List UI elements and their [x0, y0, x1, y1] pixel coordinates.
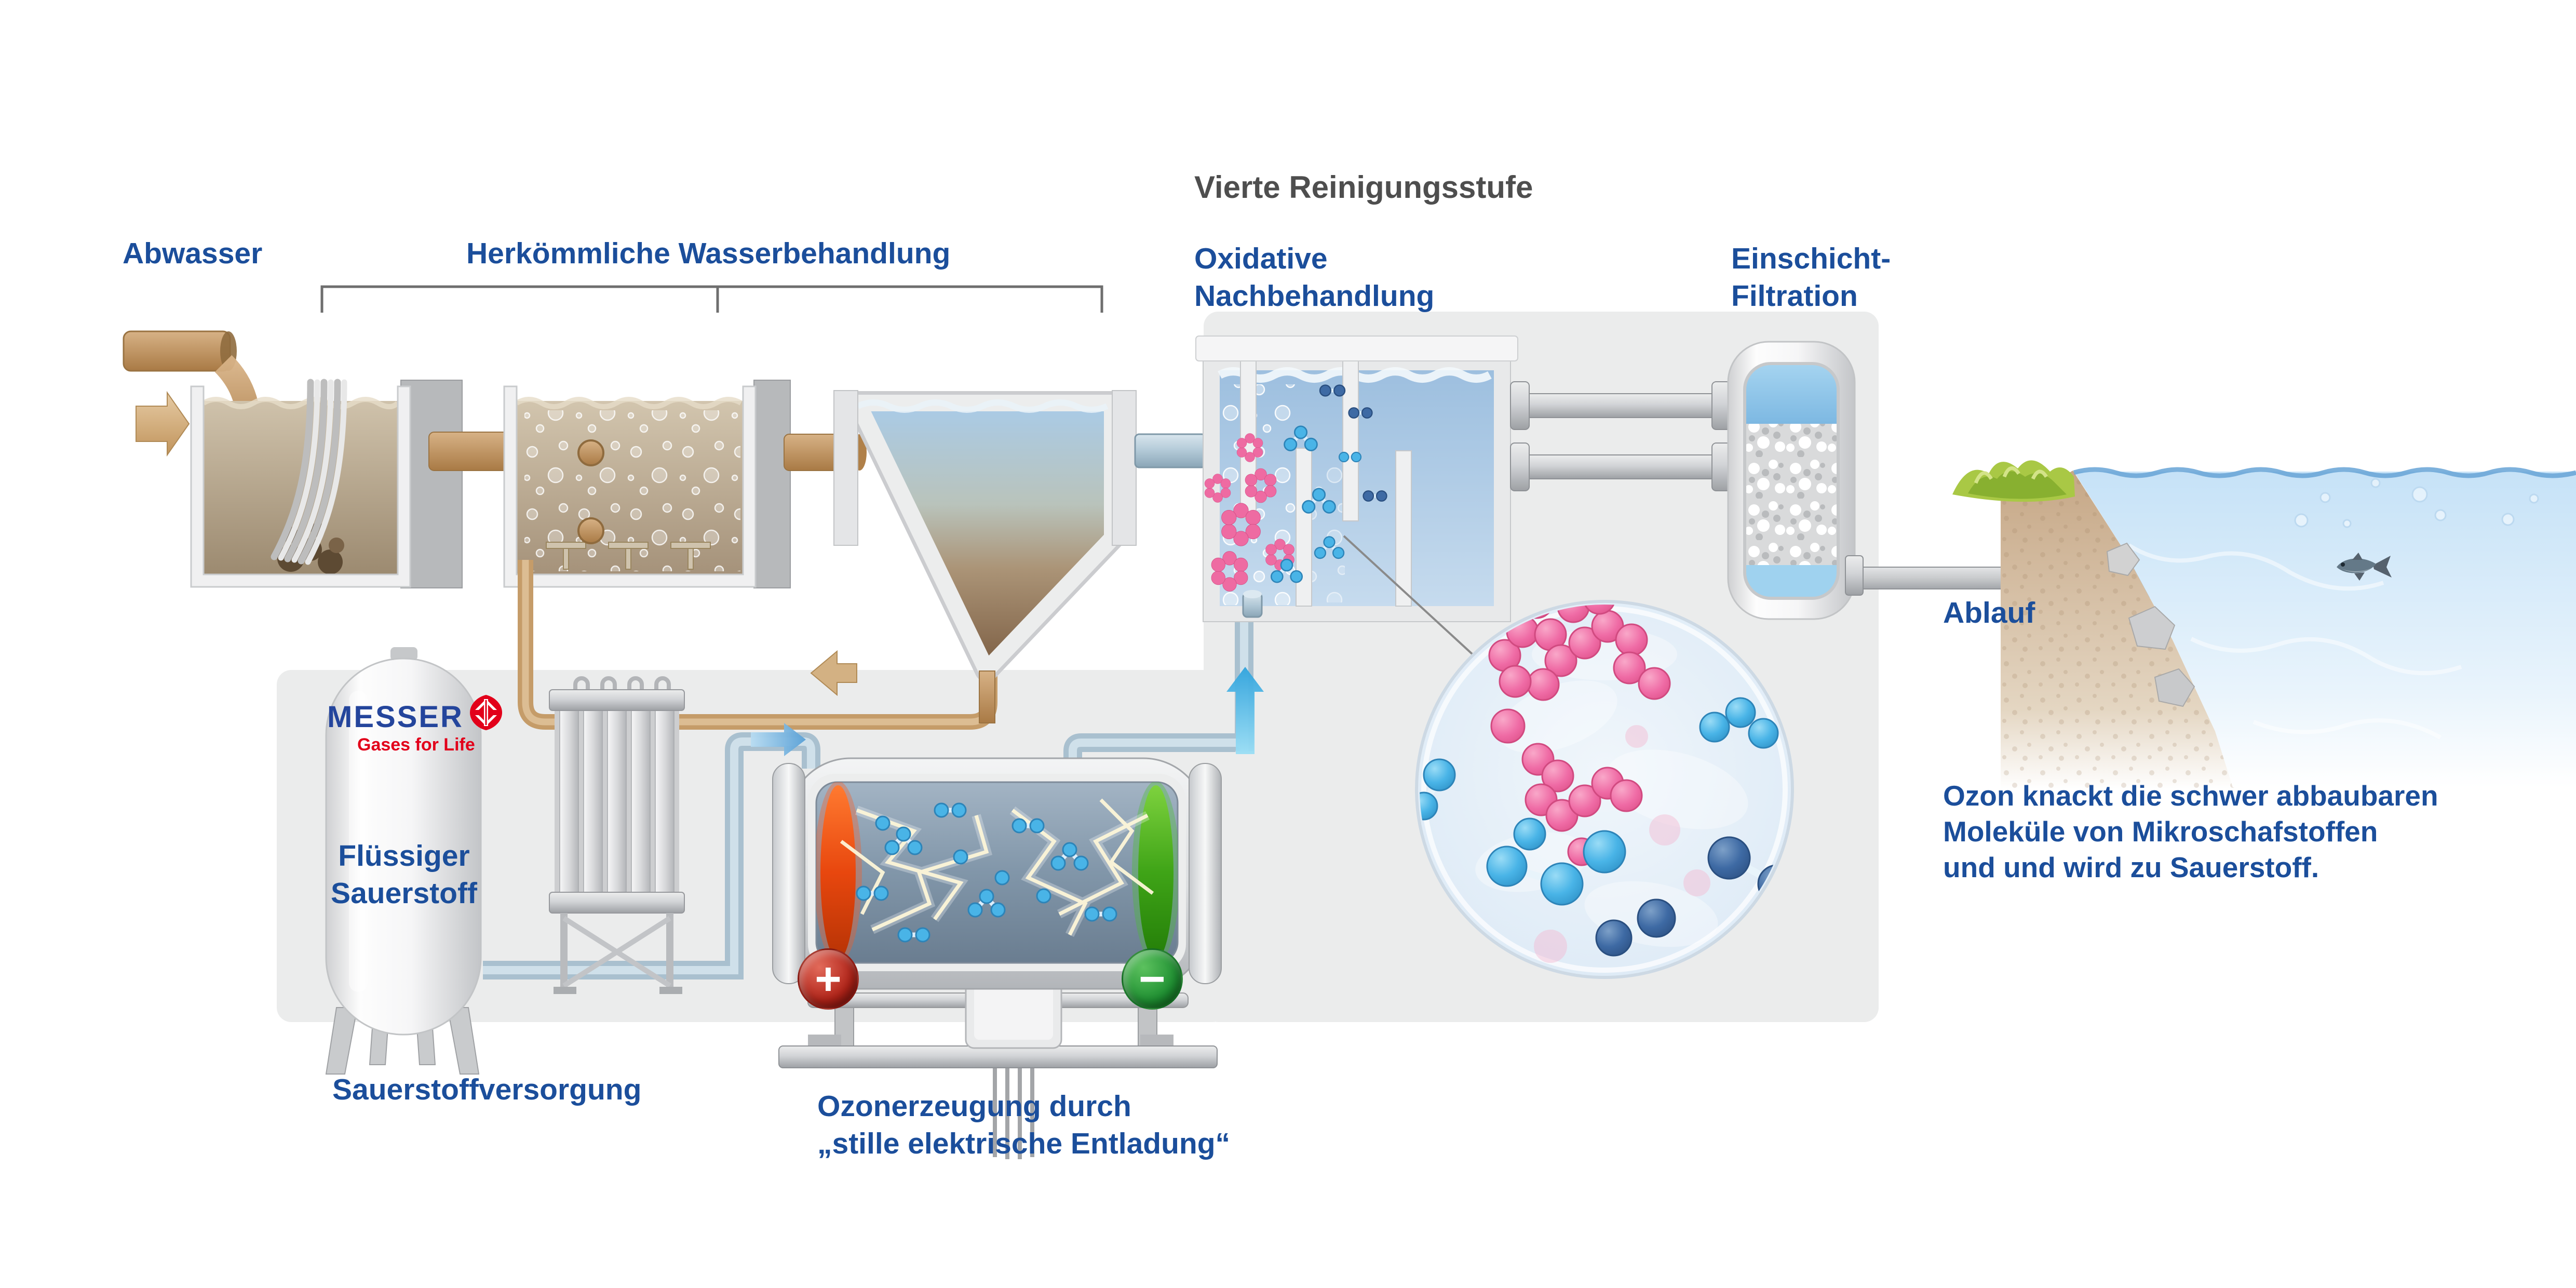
label-oxygen-supply: Sauerstoffversorgung	[332, 1073, 642, 1106]
fish-icon	[2337, 553, 2392, 581]
negative-terminal-badge: −	[1122, 948, 1183, 1010]
messer-wordmark: MESSER	[327, 700, 464, 734]
label-ozone-generation: Ozonerzeugung durch„stille elektrische E…	[817, 1090, 1231, 1160]
screening-tank	[190, 379, 463, 588]
ozone-inlet-stub	[1242, 590, 1263, 618]
liquid-oxygen-tank	[325, 647, 482, 1075]
return-arrow-icon	[810, 650, 857, 696]
river-bubbles	[2294, 478, 2539, 528]
evaporator	[549, 676, 685, 994]
ozone-molecule-large	[1420, 697, 1789, 957]
label-single-layer-filtration: Einschicht-Filtration	[1731, 242, 1891, 313]
inflow-arrow-icon	[136, 391, 190, 457]
river-water	[2074, 472, 2576, 787]
messer-mark-icon	[469, 695, 502, 730]
oxygen-supply-group	[325, 647, 820, 1075]
oxygen-flow-arrow-icon	[751, 723, 806, 756]
clarifier-tank	[833, 390, 1207, 723]
molecule-magnifier	[1415, 600, 1794, 979]
electrode-negative	[1138, 785, 1174, 960]
electrode-positive	[820, 785, 856, 960]
bracket	[320, 285, 1103, 313]
conventional-treatment	[123, 285, 1207, 730]
pipes-to-filter	[1510, 381, 1731, 491]
label-fourth-stage-title: Vierte Reinigungsstufe	[1194, 170, 1533, 205]
aeration-tank	[503, 380, 791, 588]
messer-logo: MESSER Gases for Life	[327, 695, 503, 755]
ozone-up-arrow-icon	[1226, 667, 1264, 754]
water-caustics	[2127, 543, 2462, 740]
generator-base	[778, 1045, 1218, 1068]
callout-line	[1343, 535, 1474, 655]
ozone-generator	[772, 622, 1264, 1159]
aerators	[546, 542, 711, 570]
screen-rake-icon	[271, 379, 347, 565]
positive-terminal-badge: +	[798, 948, 859, 1010]
rocks	[2106, 542, 2195, 707]
label-ablauf: Ablauf	[1943, 596, 2035, 629]
window-molecules	[857, 803, 1116, 942]
river-scene	[1952, 460, 2576, 789]
messer-tagline: Gases for Life	[357, 735, 475, 755]
label-conventional-treatment: Herkömmliche Wasserbehandlung	[466, 237, 951, 270]
label-abwasser: Abwasser	[123, 237, 263, 270]
grass-icon	[1952, 460, 2075, 502]
oxidative-tank	[1195, 336, 1731, 655]
